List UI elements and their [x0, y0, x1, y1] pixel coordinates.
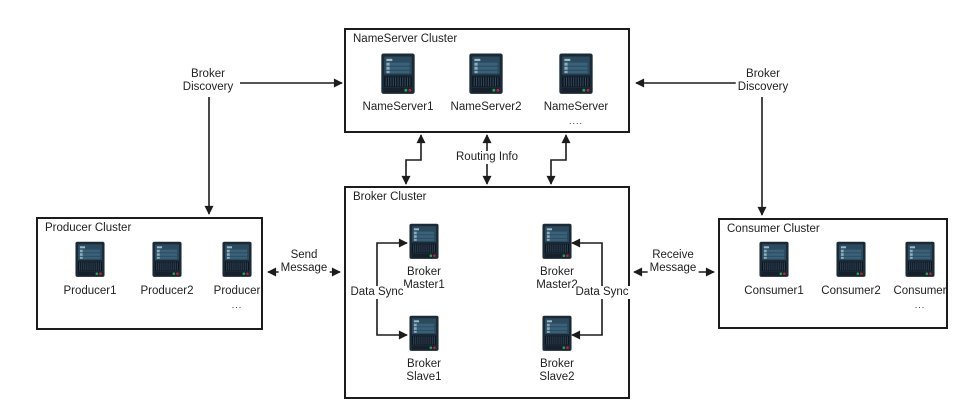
node-broker-master2: Broker Master2	[512, 223, 602, 292]
node-label: NameServer1	[362, 101, 434, 113]
node-label: Consumer	[893, 285, 947, 297]
broker-discovery-right-label: Broker Discovery	[735, 68, 791, 94]
server-icon	[75, 240, 105, 280]
server-icon	[542, 315, 572, 353]
node-producer-n: Producer ...	[192, 240, 282, 310]
server-icon	[759, 240, 789, 280]
server-icon	[222, 240, 252, 280]
server-icon	[836, 240, 866, 280]
node-label: Consumer1	[744, 285, 804, 297]
nameserver-cluster-title: NameServer Cluster	[353, 33, 458, 45]
server-icon	[409, 223, 439, 261]
consumer-cluster-title: Consumer Cluster	[727, 223, 820, 235]
node-label: Producer2	[140, 285, 194, 297]
node-label: Broker Slave1	[406, 358, 442, 383]
node-label: Broker Slave2	[539, 358, 575, 383]
node-label: NameServer2	[450, 101, 522, 113]
node-nameserver2: NameServer2	[441, 53, 531, 114]
send-message-label: Send Message	[278, 249, 330, 275]
node-label: Producer1	[63, 285, 117, 297]
node-broker-slave2: Broker Slave2	[512, 315, 602, 384]
node-producer1: Producer1	[45, 240, 135, 298]
server-icon	[378, 53, 418, 96]
node-label: NameServer	[543, 101, 609, 113]
routing-info-label: Routing Info	[453, 151, 521, 164]
node-consumer1: Consumer1	[729, 240, 819, 298]
server-icon	[556, 53, 596, 96]
node-producer2: Producer2	[122, 240, 212, 298]
ellipsis: ....	[568, 116, 583, 126]
server-icon	[466, 53, 506, 96]
node-consumer2: Consumer2	[806, 240, 896, 298]
server-icon	[542, 223, 572, 261]
server-icon	[905, 240, 935, 280]
ellipsis: ...	[231, 300, 243, 310]
server-icon	[152, 240, 182, 280]
node-label: Broker Master2	[536, 266, 578, 291]
node-label: Producer	[213, 285, 261, 297]
producer-cluster-title: Producer Cluster	[45, 222, 132, 234]
node-broker-master1: Broker Master1	[379, 223, 469, 292]
broker-discovery-left-label: Broker Discovery	[180, 68, 236, 94]
data-sync-left-label: Data Sync	[348, 286, 406, 299]
node-broker-slave1: Broker Slave1	[379, 315, 469, 384]
server-icon	[409, 315, 439, 353]
node-label: Broker Master1	[403, 266, 445, 291]
receive-message-label: Receive Message	[647, 249, 699, 275]
node-nameserver1: NameServer1	[353, 53, 443, 114]
data-sync-right-label: Data Sync	[573, 286, 631, 299]
node-consumer-n: Consumer ...	[875, 240, 961, 310]
node-nameserver-n: NameServer ....	[531, 53, 621, 126]
arrow-routing-info-left	[401, 134, 426, 185]
ellipsis: ...	[914, 300, 926, 310]
node-label: Consumer2	[821, 285, 881, 297]
broker-cluster-title: Broker Cluster	[353, 191, 427, 203]
arrow-routing-info-right	[546, 134, 571, 185]
